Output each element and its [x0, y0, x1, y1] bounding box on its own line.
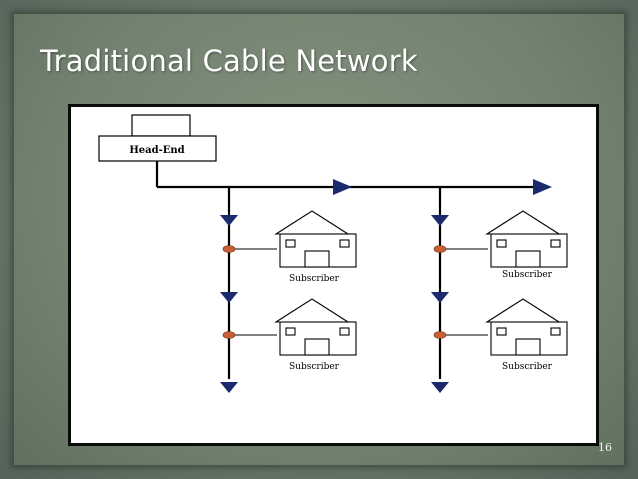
arrow-down-icon — [431, 215, 449, 226]
tap-node-icon — [222, 245, 236, 253]
house-icon — [274, 298, 357, 356]
tap-node-icon — [222, 331, 236, 339]
slide-title: Traditional Cable Network — [40, 44, 418, 78]
house-icon — [274, 210, 357, 268]
head-end: Head-End — [98, 114, 217, 162]
subscriber-house: Subscriber — [485, 298, 568, 372]
tap-node-icon — [433, 245, 447, 253]
subscriber-house: Subscriber — [274, 210, 357, 284]
cable-network-diagram: Head-End — [68, 104, 599, 446]
arrow-right-icon — [533, 179, 552, 195]
arrow-down-icon — [431, 292, 449, 303]
arrow-down-icon — [220, 292, 238, 303]
subscriber-label: Subscriber — [502, 362, 553, 372]
house-icon — [485, 210, 568, 268]
drop-lines — [229, 248, 488, 336]
head-end-label: Head-End — [129, 145, 184, 156]
house-icon — [485, 298, 568, 356]
page-number: 16 — [598, 441, 612, 454]
subscriber-label: Subscriber — [289, 362, 340, 372]
arrow-down-icon — [220, 382, 238, 393]
subscriber-house: Subscriber — [274, 298, 357, 372]
arrow-right-icon — [333, 179, 352, 195]
arrow-down-icon — [220, 215, 238, 226]
subscriber-house: Subscriber — [485, 210, 568, 280]
arrow-down-icon — [431, 382, 449, 393]
tap-node-icon — [433, 331, 447, 339]
subscriber-label: Subscriber — [289, 274, 340, 284]
subscriber-label: Subscriber — [502, 270, 553, 280]
diagram-canvas: Head-End — [98, 114, 568, 393]
